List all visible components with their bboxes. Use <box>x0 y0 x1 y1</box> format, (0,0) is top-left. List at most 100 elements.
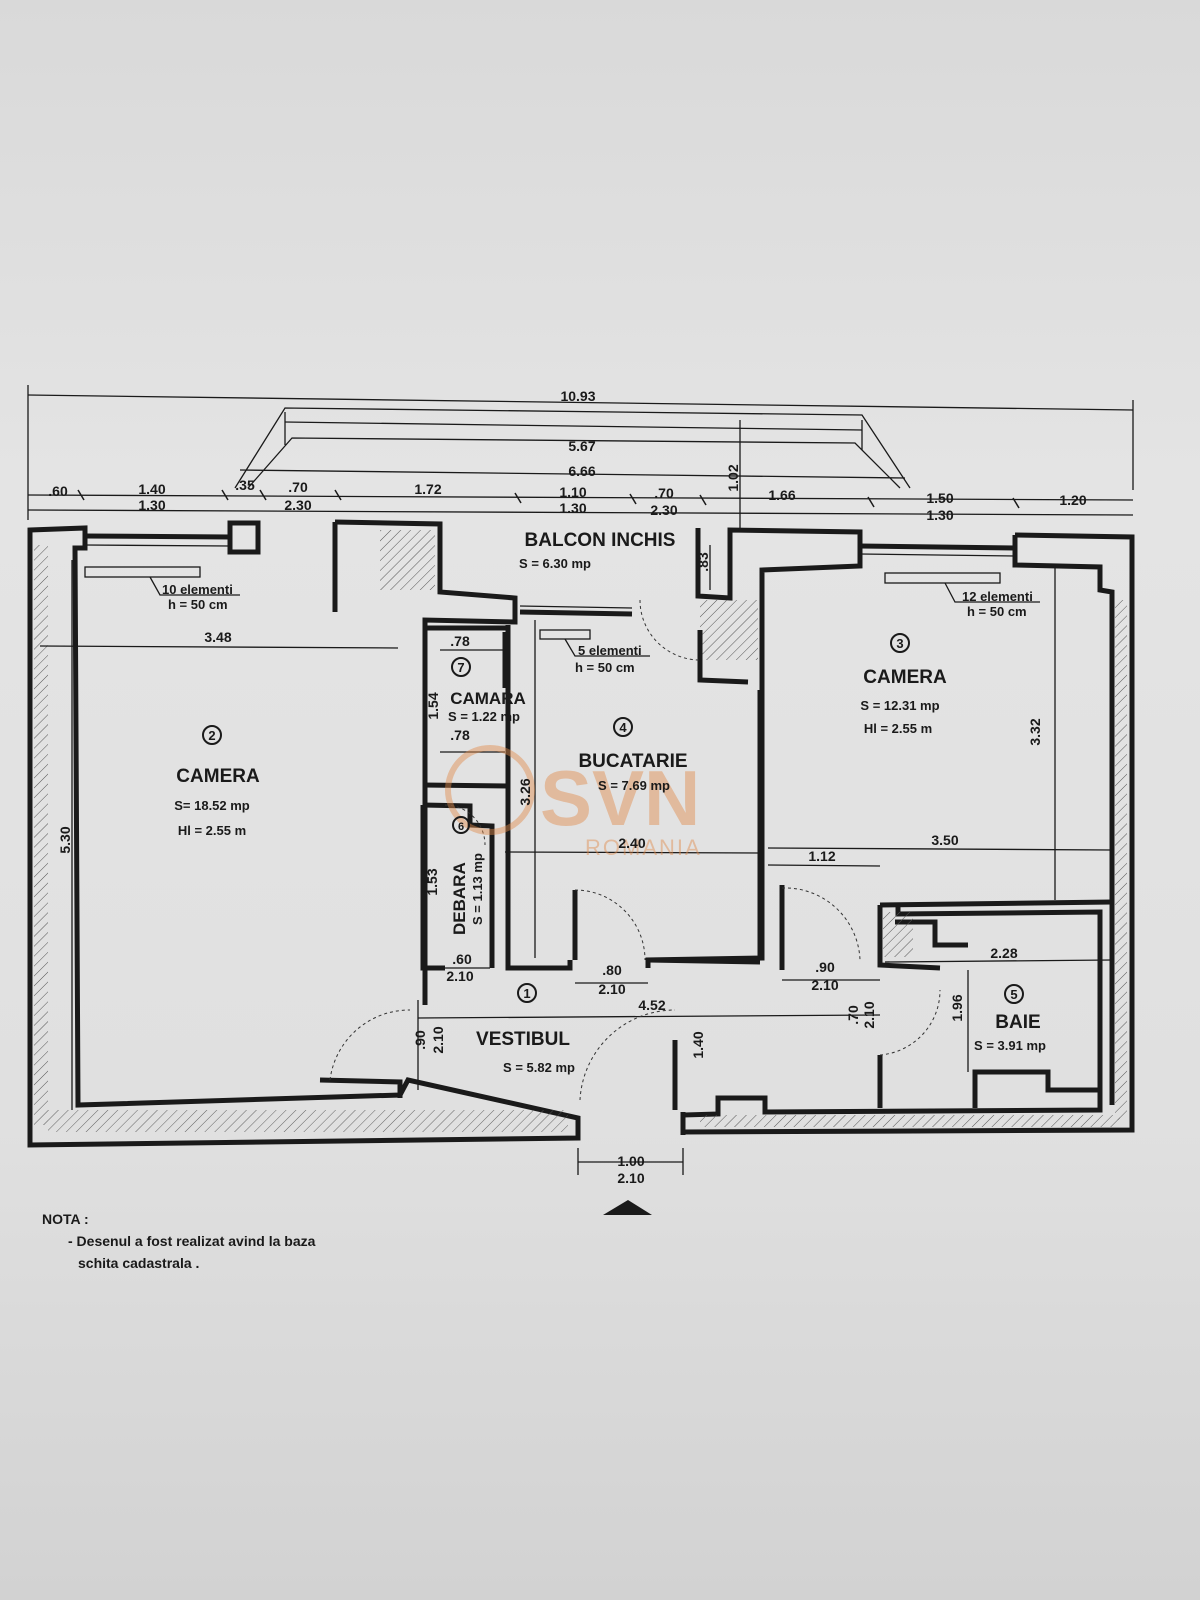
room-5-number-circle <box>1004 984 1024 1004</box>
note-line-1: - Desenul a fost realizat avind la baza <box>68 1233 316 1249</box>
entry-arrow-icon <box>603 1200 652 1215</box>
dim-bath-door-h: 2.10 <box>861 1001 877 1028</box>
dim-bath-h: 1.96 <box>949 994 965 1021</box>
room-1-name: VESTIBUL <box>476 1029 570 1050</box>
dim-right-door-w: .90 <box>815 959 835 975</box>
dim-kitchen-door-h: 2.10 <box>598 981 625 997</box>
room-5-area: S = 3.91 mp <box>974 1038 1046 1053</box>
note-line-2: schita cadastrala . <box>78 1255 200 1271</box>
dim-bath-w: 2.28 <box>990 945 1017 961</box>
room-2-number-circle <box>202 725 222 745</box>
dim-top-5: 1.10 <box>559 484 586 500</box>
dim-camara-h: 1.54 <box>425 692 441 719</box>
room-1-number-circle <box>517 983 537 1003</box>
dim-camara-w1: .78 <box>450 633 470 649</box>
dim-hall-length: 4.52 <box>638 997 665 1013</box>
radiator-2-elements: 5 elementi <box>578 643 642 658</box>
dim-bottom-2: 1.30 <box>559 500 586 516</box>
radiator-3-height: h = 50 cm <box>967 604 1027 619</box>
note-block: NOTA : - Desenul a fost realizat avind l… <box>42 1208 315 1274</box>
dim-balcony-outer: 5.67 <box>568 438 595 454</box>
balcony-area: S = 6.30 mp <box>519 556 591 571</box>
room-6-name: DEBARA <box>450 862 469 935</box>
dim-top-3: .70 <box>288 479 308 495</box>
dim-top-7: 1.66 <box>768 487 795 503</box>
dim-right-door-h: 2.10 <box>811 977 838 993</box>
door-swings <box>329 599 941 1101</box>
dim-balcony-depth: 1.02 <box>725 464 741 491</box>
watermark-brand: SVN <box>540 754 700 842</box>
room-6-number-circle <box>452 816 470 834</box>
dim-kitchen-w: 2.40 <box>618 835 645 851</box>
dim-entry-w: 1.00 <box>617 1153 644 1169</box>
balcony-name: BALCON INCHIS <box>525 530 676 551</box>
dim-top-0: .60 <box>48 483 68 499</box>
room-4-name: BUCATARIE <box>578 751 687 772</box>
room-1-number: 1 <box>523 986 530 1001</box>
room-3-area: S = 12.31 mp <box>860 698 939 713</box>
room-7-number-circle <box>451 657 471 677</box>
room-3-number: 3 <box>896 636 903 651</box>
dim-hall-door-h: 2.10 <box>430 1026 446 1053</box>
dim-top-2: .35 <box>235 477 255 493</box>
room-7-name: CAMARA <box>450 689 526 708</box>
room-5-name: BAIE <box>995 1012 1040 1033</box>
room-2-number: 2 <box>208 728 215 743</box>
room-7-area: S = 1.22 mp <box>448 709 520 724</box>
room-4-area: S = 7.69 mp <box>598 778 670 793</box>
dim-kitchen-h: 3.26 <box>517 778 533 805</box>
dim-left-room-width: 3.48 <box>204 629 231 645</box>
dim-bath-door-w: .70 <box>845 1005 861 1025</box>
dim-right-room-w1: 1.12 <box>808 848 835 864</box>
room-3-height: Hl = 2.55 m <box>864 721 932 736</box>
dim-bottom-3: 2.30 <box>650 502 677 518</box>
dim-camara-w2: .78 <box>450 727 470 743</box>
dim-bottom-4: 1.30 <box>926 507 953 523</box>
dim-right-room-w2: 3.50 <box>931 832 958 848</box>
dim-debara-door-h: 2.10 <box>446 968 473 984</box>
room-6-number: 6 <box>458 821 464 833</box>
room-2-area: S= 18.52 mp <box>174 798 250 813</box>
dim-bottom-0: 1.30 <box>138 497 165 513</box>
watermark-sub: ROMANIA <box>585 835 702 860</box>
note-title: NOTA : <box>42 1211 89 1227</box>
room-7-number: 7 <box>457 660 464 675</box>
dim-left-room-height: 5.30 <box>57 826 73 853</box>
room-5-number: 5 <box>1010 987 1017 1002</box>
room-labels: BALCON INCHIS S = 6.30 mp 2 CAMERA S= 18… <box>174 530 1046 1075</box>
dim-overall-width: 10.93 <box>560 388 595 404</box>
room-3-name: CAMERA <box>863 667 947 688</box>
dim-entry-h: 2.10 <box>617 1170 644 1186</box>
radiator-3-elements: 12 elementi <box>962 589 1033 604</box>
room-2-name: CAMERA <box>176 766 260 787</box>
room-6-area: S = 1.13 mp <box>470 853 485 925</box>
room-3-number-circle <box>890 633 910 653</box>
dim-top-1: 1.40 <box>138 481 165 497</box>
interior-dimension-lines <box>39 560 1113 1175</box>
radiator-2-height: h = 50 cm <box>575 660 635 675</box>
dim-right-room-h: 3.32 <box>1027 718 1043 745</box>
top-dimension-lines <box>27 385 1134 590</box>
room-1-area: S = 5.82 mp <box>503 1060 575 1075</box>
radiator-1-height: h = 50 cm <box>168 597 228 612</box>
dim-balcony-inner: 6.66 <box>568 463 595 479</box>
top-dimension-labels: 10.93 5.67 6.66 .60 1.40 .35 .70 1.72 1.… <box>48 388 1087 572</box>
dim-kitchen-door-w: .80 <box>602 962 622 978</box>
dim-top-8: 1.50 <box>926 490 953 506</box>
dim-debara-h: 1.53 <box>424 868 440 895</box>
room-2-height: Hl = 2.55 m <box>178 823 246 838</box>
radiator-labels: 10 elementi h = 50 cm 5 elementi h = 50 … <box>162 582 1033 675</box>
dim-debara-door-w: .60 <box>452 951 472 967</box>
radiator-1-elements: 10 elementi <box>162 582 233 597</box>
room-4-number: 4 <box>619 720 627 735</box>
dim-top-4: 1.72 <box>414 481 441 497</box>
dim-bottom-1: 2.30 <box>284 497 311 513</box>
room-4-number-circle <box>613 717 633 737</box>
dim-hall-depth: 1.40 <box>690 1031 706 1058</box>
dim-top-9: 1.20 <box>1059 492 1086 508</box>
radiators <box>84 566 1040 657</box>
dim-hall-door-w: .90 <box>412 1030 428 1050</box>
watermark-logo: SVN ROMANIA <box>445 745 702 860</box>
